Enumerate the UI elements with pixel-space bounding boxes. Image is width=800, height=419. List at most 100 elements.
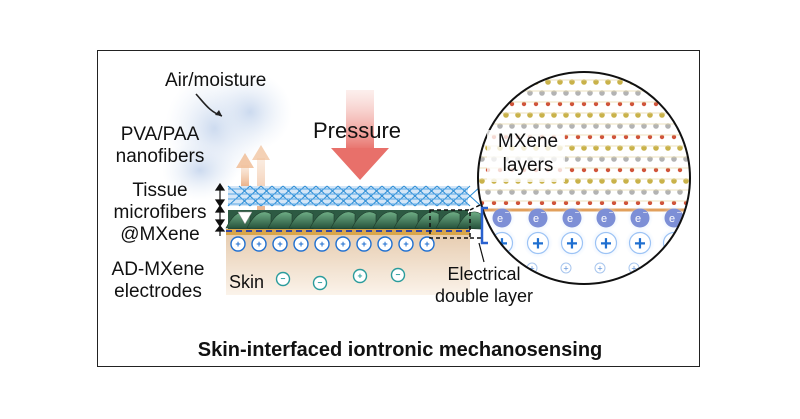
lattice-atom xyxy=(659,156,665,162)
svg-text:−: − xyxy=(505,208,510,217)
electron: e− xyxy=(593,205,619,231)
lattice-atom xyxy=(647,156,653,162)
lattice-atom xyxy=(695,178,701,184)
lattice-atom xyxy=(695,156,701,162)
lattice-atom xyxy=(647,178,653,184)
lattice-atom xyxy=(653,167,659,173)
lattice-atom xyxy=(683,178,689,184)
cation: + xyxy=(625,228,655,258)
lattice-atom xyxy=(593,167,599,173)
lattice-atom xyxy=(478,145,479,151)
lattice-atom xyxy=(647,112,653,118)
microfiber-bundle xyxy=(435,211,461,230)
lattice-atom xyxy=(635,112,641,118)
svg-text:e: e xyxy=(669,213,675,225)
lattice-atom xyxy=(503,112,509,118)
lattice-atom xyxy=(617,101,623,107)
lattice-atom xyxy=(545,189,551,195)
air-moisture-label: Air/moisture xyxy=(165,70,267,91)
cation: + xyxy=(487,228,517,258)
lattice-atom xyxy=(671,112,677,118)
lattice-atom xyxy=(485,101,491,107)
lattice-atom xyxy=(515,112,521,118)
ad-mxene-label-2: electrodes xyxy=(114,281,202,302)
edl-label-2: double layer xyxy=(434,286,534,306)
cation-small: + xyxy=(594,262,606,274)
electron: e− xyxy=(489,205,515,231)
nanofiber-mesh-layer xyxy=(227,185,482,207)
microfiber-bundle xyxy=(309,211,335,230)
lattice-atom xyxy=(479,90,485,96)
svg-text:+: + xyxy=(563,264,568,274)
magnified-circle-border xyxy=(477,71,691,285)
svg-text:e: e xyxy=(497,213,503,225)
lattice-atom xyxy=(611,112,617,118)
lattice-atom xyxy=(683,90,689,96)
lattice-atom xyxy=(671,134,677,140)
lattice-atom xyxy=(605,79,611,85)
lattice-atom xyxy=(629,167,635,173)
lattice-atom xyxy=(521,79,527,85)
svg-text:+: + xyxy=(277,239,282,249)
lattice-atom xyxy=(497,189,503,195)
lattice-atom xyxy=(599,112,605,118)
lattice-atom xyxy=(689,79,690,85)
lattice-atom xyxy=(641,101,647,107)
lattice-atom xyxy=(557,189,563,195)
lattice-atom xyxy=(479,112,485,118)
lattice-atom xyxy=(497,101,503,107)
lattice-atom xyxy=(677,101,683,107)
lattice-atom xyxy=(527,112,533,118)
lattice-atom xyxy=(575,90,581,96)
microfiber-bundle xyxy=(288,211,314,230)
electron: e− xyxy=(559,205,585,231)
zoom-region xyxy=(429,209,471,239)
lattice-atom xyxy=(599,90,605,96)
lattice-atom xyxy=(563,200,569,206)
lattice-atom xyxy=(478,79,479,85)
electron: e− xyxy=(627,205,653,231)
svg-text:+: + xyxy=(600,233,612,255)
stack-down-arrow xyxy=(237,211,253,225)
lattice-atom xyxy=(611,90,617,96)
air-pointer-arrowhead xyxy=(215,110,222,116)
lattice-atom xyxy=(659,200,665,206)
lattice-atom xyxy=(539,112,545,118)
figure-title: Skin-interfaced iontronic mechanosensing xyxy=(197,339,603,361)
pva-paa-label-1: PVA/PAA xyxy=(120,124,200,145)
lattice-atom xyxy=(617,189,623,195)
pressure-arrow xyxy=(331,90,389,180)
lattice-atom xyxy=(533,189,539,195)
lattice-atom xyxy=(551,90,557,96)
lattice-atom xyxy=(641,145,647,151)
svg-text:−: − xyxy=(643,208,648,217)
lattice-atom xyxy=(557,79,563,85)
lattice-atom xyxy=(545,101,551,107)
lattice-atom xyxy=(641,167,647,173)
lattice-atom xyxy=(581,189,587,195)
edl-bracket xyxy=(480,206,488,245)
lattice-atom xyxy=(629,123,635,129)
svg-text:+: + xyxy=(566,233,578,255)
lattice-atom xyxy=(629,101,635,107)
svg-text:+: + xyxy=(634,233,646,255)
lattice-atom xyxy=(587,90,593,96)
microfiber-bundle xyxy=(330,211,356,230)
lattice-atom xyxy=(665,189,671,195)
anion: − xyxy=(390,267,406,283)
edl-label-1: Electrical xyxy=(447,264,521,284)
lattice-atom xyxy=(635,90,641,96)
lattice-atom xyxy=(515,200,521,206)
lattice-atom xyxy=(599,134,605,140)
anion: − xyxy=(275,271,291,287)
lattice-atom xyxy=(671,178,677,184)
cation: + xyxy=(591,228,621,258)
microfiber-bundle xyxy=(246,211,272,230)
lattice-atom xyxy=(683,112,689,118)
anion: − xyxy=(312,275,328,291)
svg-text:e: e xyxy=(635,213,641,225)
lattice-atom xyxy=(478,101,479,107)
lattice-atom xyxy=(695,90,701,96)
lattice-atom xyxy=(623,178,629,184)
